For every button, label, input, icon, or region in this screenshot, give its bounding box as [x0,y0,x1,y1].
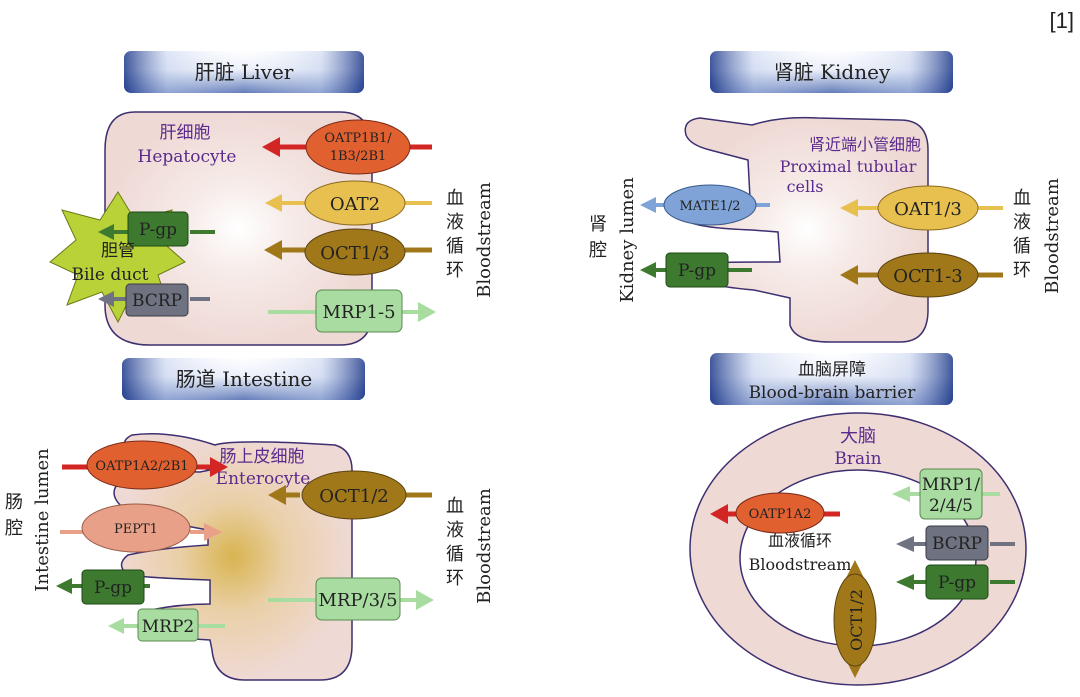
intestine-title-banner: 肠道 Intestine [122,358,365,400]
bbb-mrp-label-1: MRP1/ [922,475,980,495]
liver-oatp-label-2: 1B3/2B1 [330,149,387,164]
bbb-oatp-label: OATP1A2 [749,507,812,522]
kidney-cell-label-en-2: cells [787,177,824,196]
svg-text:环: 环 [1013,260,1031,281]
brain-label-cn: 大脑 [840,426,876,447]
svg-text:肠: 肠 [5,492,23,513]
kidney-cell-label-cn: 肾近端小管细胞 [809,135,921,154]
kidney-panel: 肾脏 Kidney 肾近端小管细胞 Proximal tubular cells… [589,51,1063,343]
brain-label-en: Brain [834,449,881,469]
enterocyte-label-cn: 肠上皮细胞 [220,447,305,467]
kidney-cell-label-en-1: Proximal tubular [780,157,917,176]
svg-text:循: 循 [446,236,464,257]
bile-duct-label-en: Bile duct [71,265,148,285]
liver-bloodstream-cn: 血 液 循 环 [446,188,464,281]
bbb-oct-label: OCT1/2 [847,589,866,651]
enterocyte-label-en: Enterocyte [216,469,311,489]
intestine-pgp-label: P-gp [94,578,132,598]
svg-text:循: 循 [446,544,464,565]
svg-text:血: 血 [446,496,464,517]
liver-oat2-label: OAT2 [330,194,380,215]
svg-text:环: 环 [446,568,464,589]
bbb-inner-label-en: Bloodstream [749,555,852,574]
intestine-mrp-label: MRP/3/5 [318,590,397,611]
kidney-bloodstream-en: Bloodstream [1042,178,1063,294]
svg-text:腔: 腔 [5,518,23,539]
liver-bloodstream-en: Bloodstream [474,182,495,298]
svg-text:液: 液 [446,520,464,541]
liver-oct-label: OCT1/3 [320,243,390,264]
liver-mrp-label: MRP1-5 [322,302,395,323]
svg-text:循: 循 [1013,236,1031,257]
svg-text:腔: 腔 [589,240,607,261]
bbb-title-en: Blood-brain barrier [749,383,917,403]
bbb-mrp-label-2: 2/4/5 [929,496,973,516]
bbb-title-cn: 血脑屏障 [798,360,866,380]
bbb-bcrp-label: BCRP [932,534,982,554]
svg-text:液: 液 [446,212,464,233]
intestine-oatp-label: OATP1A2/2B1 [95,459,188,474]
bbb-title-banner: 血脑屏障 Blood-brain barrier [710,353,953,405]
bbb-pgp-label: P-gp [938,573,976,593]
intestine-pept-label: PEPT1 [114,522,158,537]
intestine-lumen-en: Intestine lumen [32,448,53,592]
kidney-mate-label: MATE1/2 [679,199,740,214]
intestine-oct-label: OCT1/2 [319,486,389,507]
intestine-panel: 肠道 Intestine 肠上皮细胞 Enterocyte OATP1A2/2B… [5,358,495,681]
intestine-lumen-cn: 肠 腔 [5,492,23,539]
liver-title-banner: 肝脏 Liver [124,51,364,93]
liver-oatp-label: OATP1B1/ [324,131,392,146]
svg-text:液: 液 [1013,212,1031,233]
kidney-oat-label: OAT1/3 [894,199,962,220]
kidney-title: 肾脏 Kidney [774,60,891,84]
intestine-bloodstream-en: Bloodstream [474,488,495,604]
bbb-inner-label-cn: 血液循环 [768,531,832,550]
svg-text:环: 环 [446,260,464,281]
svg-text:肾: 肾 [589,214,607,235]
hepatocyte-label-en: Hepatocyte [138,147,237,167]
kidney-lumen-cn: 肾 腔 [589,214,607,261]
kidney-title-banner: 肾脏 Kidney [710,51,953,93]
liver-panel: 肝脏 Liver 肝细胞 Hepatocyte OATP1B1/ 1B3/2B1… [49,51,495,346]
kidney-oct-label: OCT1-3 [893,266,963,287]
reference-marker: [1] [1049,8,1074,33]
kidney-lumen-en: Kidney lumen [617,177,638,303]
bbb-panel: 血脑屏障 Blood-brain barrier 大脑 Brain 血液循环 B… [689,353,1027,686]
svg-text:血: 血 [1013,188,1031,209]
liver-pgp-label: P-gp [139,220,177,240]
svg-text:血: 血 [446,188,464,209]
liver-title: 肝脏 Liver [195,60,294,84]
bile-duct-label-cn: 胆管 [101,241,135,261]
hepatocyte-label-cn: 肝细胞 [160,123,211,143]
intestine-bloodstream-cn: 血 液 循 环 [446,496,464,589]
intestine-mrp2-label: MRP2 [142,617,194,637]
kidney-bloodstream-cn: 血 液 循 环 [1013,188,1031,281]
kidney-pgp-label: P-gp [678,261,716,281]
liver-bcrp-label: BCRP [132,291,182,311]
intestine-title: 肠道 Intestine [176,367,312,391]
